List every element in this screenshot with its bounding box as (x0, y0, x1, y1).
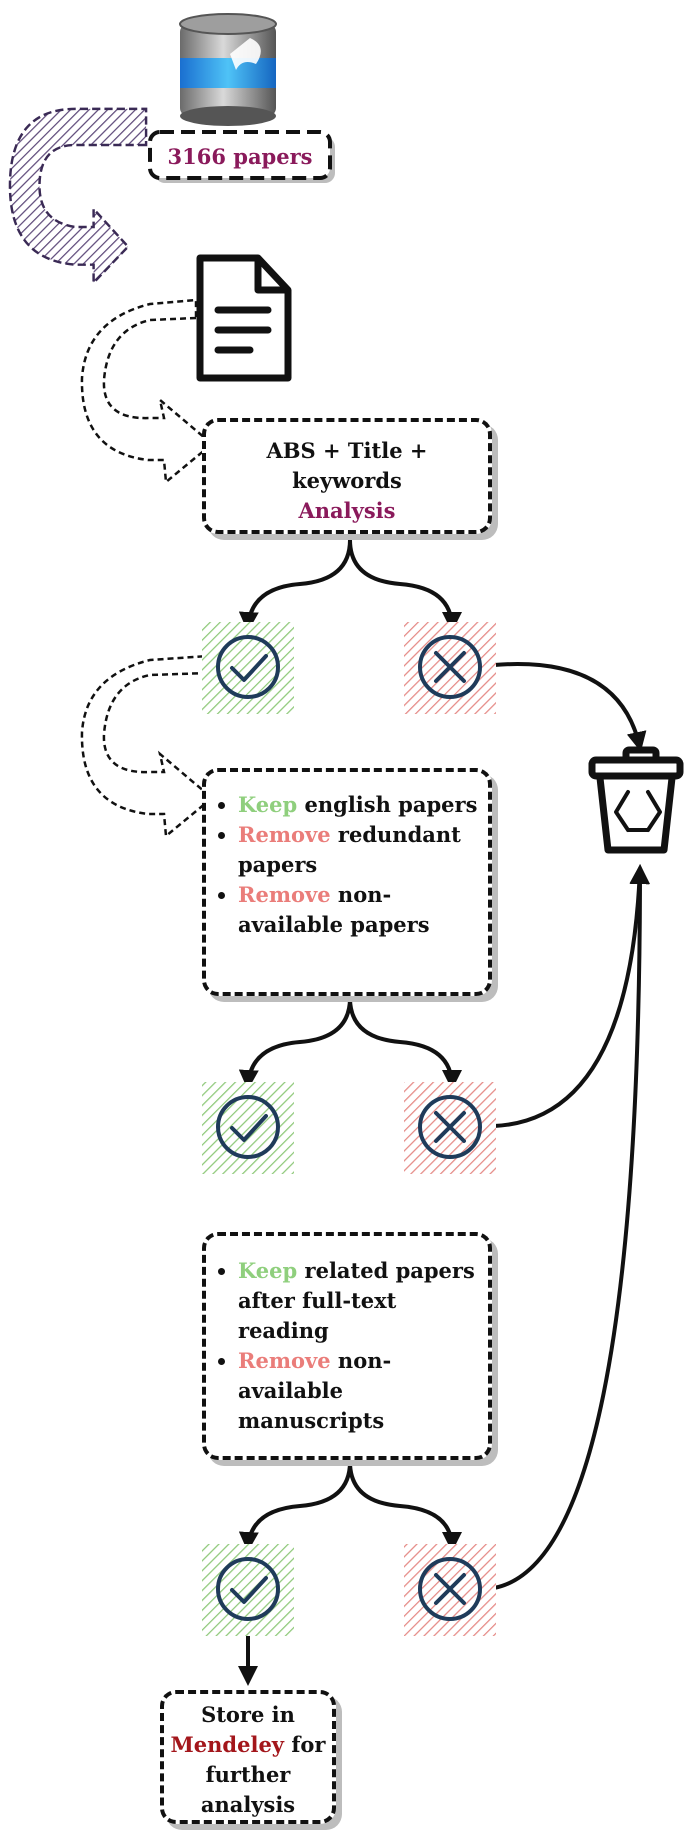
stage1-box: ABS + Title + keywords Analysis (202, 418, 492, 534)
final-highlight: Mendeley (170, 1732, 285, 1757)
recycle-bin-icon (588, 746, 684, 854)
stage2-item: Remove non-available papers (238, 880, 484, 940)
document-to-stage1-arrow (80, 298, 214, 485)
final-line4: analysis (200, 1792, 296, 1817)
stage1-highlight: Analysis (298, 498, 396, 523)
stage1-line2: keywords (292, 468, 402, 493)
paper-count-box: 3166 papers (148, 130, 335, 183)
stage3-item: Remove non-available manuscripts (238, 1346, 484, 1436)
stage2-item: Remove redundant papers (238, 820, 484, 880)
accept-to-stage2-arrow (80, 654, 214, 839)
paper-count-label: 3166 papers (168, 144, 313, 169)
stage3-item: Keep related papers after full-text read… (238, 1256, 484, 1346)
accept-icon-1 (202, 622, 294, 714)
final-line2: for (284, 1732, 326, 1757)
final-line1: Store in (201, 1702, 295, 1727)
stage2-item: Keep english papers (238, 790, 484, 820)
reject-to-trash-arrows (493, 662, 650, 1590)
accept-icon-2 (202, 1082, 294, 1174)
final-line2-wrap: Mendeley for (164, 1730, 332, 1760)
document-icon (196, 254, 292, 382)
branch-arrows (238, 539, 462, 1686)
reject-icon-2 (404, 1082, 496, 1174)
reject-icon-1 (404, 622, 496, 714)
final-box: Store in Mendeley for further analysis (160, 1690, 336, 1824)
source-to-document-arrow (8, 107, 148, 286)
stage2-box: Keep english papers Remove redundant pap… (202, 768, 492, 996)
stage1-line1: ABS + Title + (266, 438, 428, 463)
stage3-box: Keep related papers after full-text read… (202, 1232, 492, 1460)
accept-icon-3 (202, 1544, 294, 1636)
database-icon (179, 13, 277, 126)
reject-icon-3 (404, 1544, 496, 1636)
final-line3: further (205, 1762, 291, 1787)
